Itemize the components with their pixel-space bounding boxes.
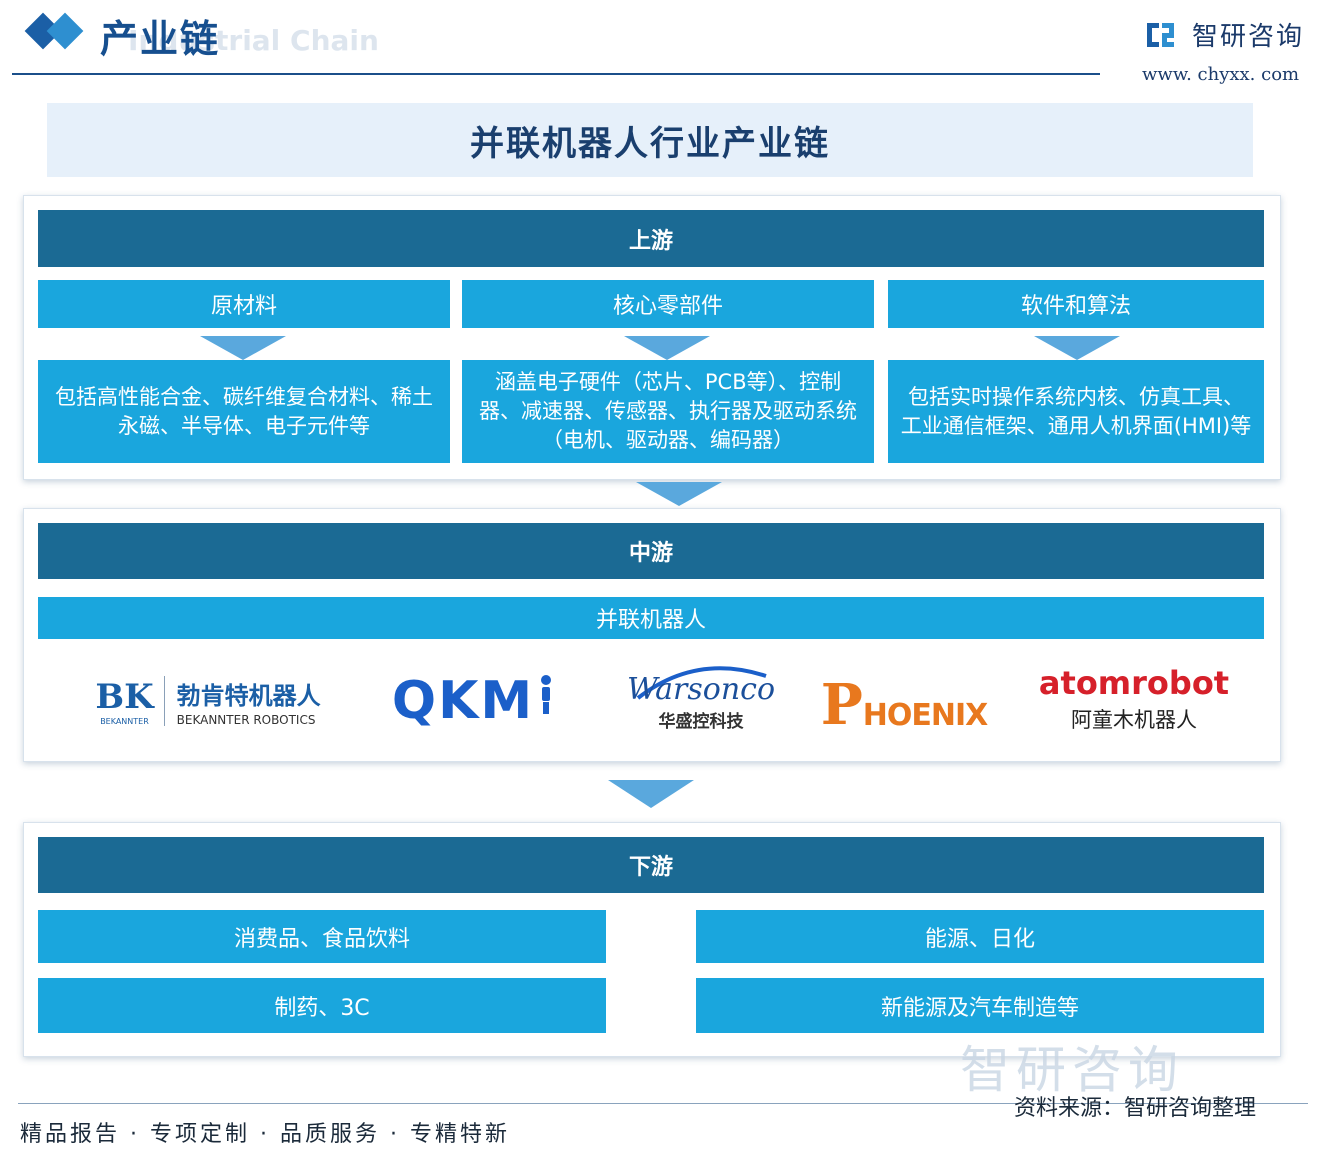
atomrobot-mark: atomrobot: [1038, 664, 1230, 702]
bekannter-mark: BK: [95, 676, 154, 717]
down-arrow-icon: [200, 336, 286, 360]
downstream-item-pharma: 制药、3C: [38, 978, 606, 1033]
bekannter-name: 勃肯特机器人: [176, 681, 321, 710]
upstream-heading-software: 软件和算法: [888, 280, 1264, 328]
main-title-banner: 并联机器人行业产业链: [47, 103, 1253, 177]
phoenix-mark: P: [820, 672, 863, 738]
downstream-item-energy: 能源、日化: [696, 910, 1264, 963]
downstream-title: 下游: [38, 837, 1264, 893]
logo-phoenix: P HOENIX: [821, 662, 989, 748]
upstream-desc-software: 包括实时操作系统内核、仿真工具、工业通信框架、通用人机界面(HMI)等: [888, 360, 1264, 463]
upstream-heading-core-components: 核心零部件: [462, 280, 874, 328]
header-divider: [12, 73, 1100, 75]
header-diamond-accent-icon: [46, 12, 84, 50]
midstream-subtitle: 并联机器人: [38, 597, 1264, 639]
footer-source: 资料来源：智研咨询整理: [1014, 1096, 1257, 1121]
midstream-title: 中游: [38, 523, 1264, 579]
main-title: 并联机器人行业产业链: [470, 123, 830, 164]
down-arrow-icon: [624, 336, 710, 360]
section-subtitle: Industrial Chain: [128, 24, 379, 57]
phoenix-name: HOENIX: [862, 697, 989, 733]
atomrobot-name: 阿童木机器人: [1071, 708, 1197, 732]
down-arrow-icon: [636, 482, 722, 506]
qkm-mark: QKM: [391, 671, 535, 731]
logo-qkm: QKM: [388, 668, 558, 734]
logo-warsonco: Warsonco 华盛控科技: [626, 658, 776, 742]
logo-bekannter: BK BEKANNTER 勃肯特机器人 BEKANNTER ROBOTICS: [88, 668, 328, 734]
upstream-heading-raw-materials: 原材料: [38, 280, 450, 328]
logo-atomrobot: atomrobot 阿童木机器人: [1039, 660, 1229, 738]
bekannter-mark-small: BEKANNTER: [100, 716, 149, 726]
warsonco-name: 华盛控科技: [658, 712, 744, 732]
warsonco-swoosh-icon: [636, 666, 767, 700]
upstream-desc-core-components: 涵盖电子硬件（芯片、PCB等）、控制器、减速器、传感器、执行器及驱动系统（电机、…: [462, 360, 874, 463]
brand-logo-icon: [1147, 23, 1174, 47]
bekannter-name-en: BEKANNTER ROBOTICS: [176, 712, 316, 727]
footer-slogan: 精品报告 · 专项定制 · 品质服务 · 专精特新: [20, 1122, 510, 1147]
brand-name: 智研咨询: [1192, 22, 1305, 52]
upstream-title: 上游: [38, 210, 1264, 267]
qkm-robot-icon: [541, 675, 552, 714]
warsonco-mark: Warsonco: [626, 672, 776, 707]
upstream-desc-raw-materials: 包括高性能合金、碳纤维复合材料、稀土永磁、半导体、电子元件等: [38, 360, 450, 463]
down-arrow-icon: [608, 780, 694, 808]
watermark-brand: 智研咨询: [960, 1041, 1184, 1099]
footer-divider: [18, 1103, 1308, 1104]
down-arrow-icon: [1034, 336, 1120, 360]
downstream-item-new-energy: 新能源及汽车制造等: [696, 978, 1264, 1033]
downstream-item-consumer: 消费品、食品饮料: [38, 910, 606, 963]
section-title: 产业链: [100, 16, 221, 61]
brand-url: www. chyxx. com: [1142, 64, 1300, 85]
